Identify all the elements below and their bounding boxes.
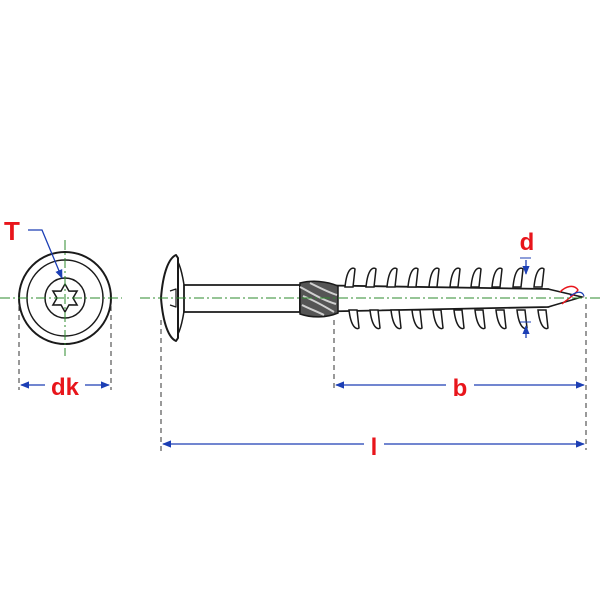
l-dimension [160,320,585,452]
thread-crest-bottom [495,309,507,330]
thread-crest-bottom [537,309,549,330]
cutting-zone [299,280,339,318]
thread-crest-bottom [516,309,528,330]
head-top-view [0,240,122,356]
l-label: l [371,434,378,461]
thread-crest-top [386,267,398,288]
thread-crest-bottom [474,309,486,330]
thread-crest-top [491,267,503,288]
thread-crest-top [533,267,545,288]
thread-crest-bottom [369,309,381,330]
thread-crests [344,267,549,330]
thread-crest-top [344,267,356,288]
thread-crest-top [365,267,377,288]
d-dimension [520,257,531,338]
thread-crest-bottom [348,309,360,330]
thread-crest-top [449,267,461,288]
thread-crest-top [470,267,482,288]
dk-dimension [18,306,112,390]
thread-crest-bottom [411,309,423,330]
thread-crest-top [407,267,419,288]
thread-crest-bottom [390,309,402,330]
screw-tip [547,285,585,308]
b-dimension [333,304,587,450]
dk-label: dk [51,374,80,401]
thread-crest-bottom [432,309,444,330]
drive-leader [28,229,63,279]
b-label: b [453,375,468,402]
thread-crest-bottom [453,309,465,330]
drive-label: T [4,216,20,246]
thread-crest-top [428,267,440,288]
d-label: d [520,229,535,256]
thread-crest-top [512,267,524,288]
